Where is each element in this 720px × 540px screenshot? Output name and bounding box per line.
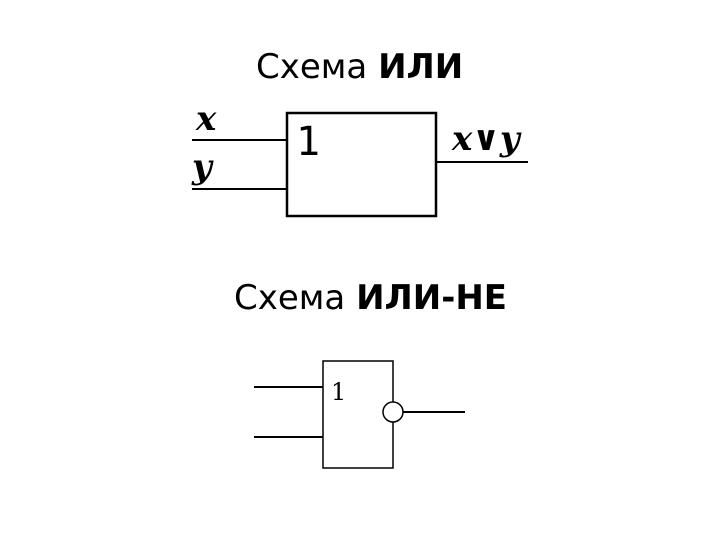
nor-inversion-bubble bbox=[382, 401, 404, 423]
or-input-y-label: y bbox=[191, 147, 214, 187]
or-input-x-label: x bbox=[195, 99, 217, 139]
nor-title-prefix: Схема bbox=[234, 278, 346, 318]
or-title-bold: ИЛИ bbox=[378, 47, 464, 87]
nor-title-bold: ИЛИ-НЕ bbox=[356, 278, 508, 318]
nor-gate-diagram: 1 bbox=[254, 360, 465, 469]
nor-gate-symbol: 1 bbox=[331, 378, 346, 406]
or-gate-diagram: x y 1 x∨y bbox=[191, 99, 528, 218]
or-title-prefix: Схема bbox=[256, 47, 368, 87]
or-diagram-title: Схема ИЛИ bbox=[256, 50, 463, 84]
or-gate-symbol: 1 bbox=[296, 119, 320, 165]
nor-gate-box bbox=[322, 360, 394, 469]
or-gate-box bbox=[285, 111, 438, 218]
or-output-label: x∨y bbox=[451, 119, 522, 159]
nor-diagram-title: Схема ИЛИ-НЕ bbox=[234, 281, 507, 315]
